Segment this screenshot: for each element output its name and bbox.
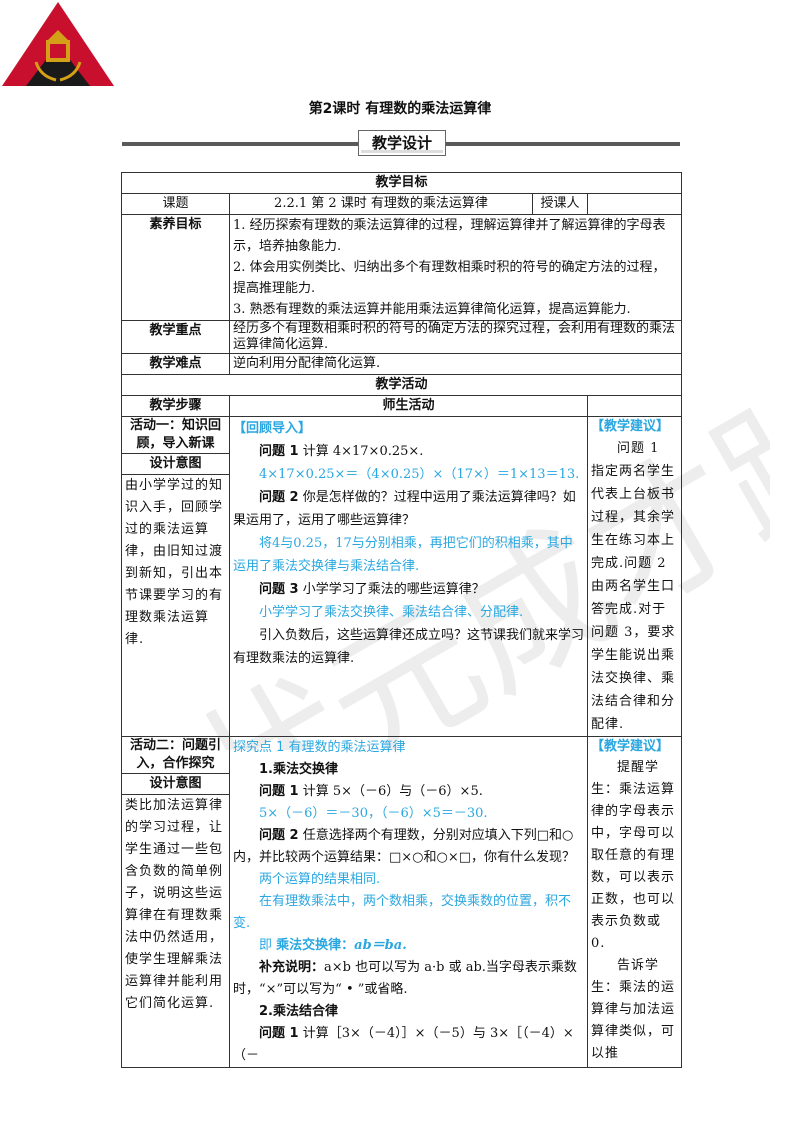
activity-1-content: 【回顾导入】 问题 1 计算 4×17×0.25×. 4×17×0.25×＝（4… — [229, 416, 588, 737]
literacy-goal-3: 3. 熟悉有理数的乘法运算并能用乘法运算律简化运算，提高运算能力. — [233, 302, 631, 317]
activity-2-content: 探究点 1 有理数的乘法运算律 1.乘法交换律 问题 1 计算 5×（－6）与（… — [229, 736, 588, 1068]
a2-q2-answer-2: 在有理数乘法中，两个数相乘，交换乘数的位置，积不变. — [233, 894, 572, 931]
teacher-value — [586, 193, 683, 215]
teacher-label: 授课人 — [532, 193, 588, 215]
law-prefix: 即 — [259, 938, 273, 953]
activity-1-suggestion: 【教学建议】 问题 1 指定两名学生代表上台板书过程，其余学生在练习本上完成.问… — [586, 416, 683, 737]
activity-2-name: 活动二：问题引入，合作探究 — [129, 738, 221, 771]
a2-q2-answer-1: 两个运算的结果相同. — [259, 872, 381, 887]
note-label: 补充说明： — [259, 960, 325, 975]
associative-heading: 2.乘法结合律 — [259, 1004, 338, 1019]
literacy-label: 素养目标 — [121, 214, 230, 321]
a2-q3-text: 计算［3×（－4）］×（－5）与 3×［（－4）×（－ — [233, 1026, 574, 1063]
a1-q2-text: 你是怎样做的？过程中运用了乘法运算律吗？如果运用了，运用了哪些运算律？ — [233, 490, 576, 528]
a1-q1-answer: 4×17×0.25×＝（4×0.25）×（17×）＝1×13＝13. — [259, 467, 580, 482]
banner-label: 教学设计 — [358, 130, 446, 156]
activities-header: 教学活动 — [120, 374, 683, 396]
a1-suggestion-text: 问题 1 指定两名学生代表上台板书过程，其余学生在练习本上完成.问题 2 由两名… — [591, 441, 676, 732]
activity-2-steps: 活动二：问题引入，合作探究 设计意图 类比加法运算律的学习过程，让学生通过一些包… — [121, 736, 230, 1068]
a2-q2-text: 任意选择两个有理数，分别对应填入下列□和○内，并比较两个运算结果：□×○和○×□… — [233, 828, 576, 865]
activity-1-steps: 活动一：知识回顾，导入新课 设计意图 由小学学过的知识入手，回顾学过的乘法运算律… — [121, 416, 230, 737]
a2-q1-text: 计算 5×（－6）与（－6）×5. — [302, 784, 483, 799]
literacy-goal-2: 2. 体会用实例类比、归纳出多个有理数相乘时积的符号的确定方法的过程，提高推理能… — [233, 260, 666, 296]
a1-q3-answer: 小学学习了乘法交换律、乘法结合律、分配律. — [259, 605, 524, 620]
review-intro-title: 【回顾导入】 — [233, 421, 312, 436]
logo — [2, 2, 114, 86]
activity-1-name: 活动一：知识回顾，导入新课 — [129, 418, 221, 451]
topic-label: 课题 — [121, 193, 230, 215]
a1-q1-label: 问题 1 — [259, 444, 299, 459]
activity-1-intent: 由小学学过的知识入手，回顾学过的乘法运算律，由旧知过渡到新知，引出本节课要学习的… — [125, 478, 224, 647]
section-banner: 教学设计 — [122, 130, 680, 156]
literacy-goals: 1. 经历探索有理数的乘法运算律的过程，理解运算律并了解运算律的字母表示，培养抽… — [228, 214, 683, 321]
note-text: a×b 也可以写为 a·b 或 ab.当字母表示乘数时，“×”可以写为“ • ”… — [233, 960, 577, 997]
activity-2-suggestion: 【教学建议】 提醒学生：乘法运算律的字母表示中，字母可以取任意的有理数，可以表示… — [586, 736, 683, 1068]
explore-point-title: 探究点 1 有理数的乘法运算律 — [233, 740, 406, 755]
key-point-value: 经历多个有理数相乘时积的符号的确定方法的探究过程，会利用有理数的乘法运算律简化运… — [228, 320, 683, 354]
a1-suggestion-title: 【教学建议】 — [591, 419, 670, 434]
commutative-law-name: 乘法交换律： — [276, 938, 355, 953]
a1-q3-text: 小学学习了乘法的哪些运算律？ — [302, 582, 485, 597]
activity-2-intent: 类比加法运算律的学习过程，让学生通过一些包含负数的简单例子，说明这些运算律在有理… — [125, 798, 224, 1011]
a1-q3-label: 问题 3 — [259, 582, 299, 597]
a2-suggestion-text: 提醒学生：乘法运算律的字母表示中，字母可以取任意的有理数，可以表示正数，也可以表… — [591, 760, 676, 951]
a2-q2-label: 问题 2 — [259, 828, 299, 843]
a1-q2-answer: 将4与0.25，17与分别相乘，再把它们的积相乘，其中运用了乘法交换律与乘法结合… — [233, 536, 573, 574]
activity-1-intent-label: 设计意图 — [122, 453, 229, 475]
lesson-table: 教学目标 课题 2.2.1 第 2 课时 有理数的乘法运算律 授课人 素养目标 … — [120, 172, 683, 1068]
topic-value: 2.2.1 第 2 课时 有理数的乘法运算律 — [229, 193, 533, 215]
document-title: 第2课时 有理数的乘法运算律 — [308, 101, 492, 117]
a2-q1-answer: 5×（－6）＝－30，（－6）×5＝－30. — [259, 806, 488, 821]
steps-label: 教学步骤 — [121, 395, 230, 417]
literacy-goal-1: 1. 经历探索有理数的乘法运算律的过程，理解运算律并了解运算律的字母表示，培养抽… — [233, 218, 666, 254]
a2-suggestion-title: 【教学建议】 — [591, 739, 670, 754]
a1-q1-text: 计算 4×17×0.25×. — [302, 444, 424, 459]
a2-q3-label: 问题 1 — [259, 1026, 299, 1041]
key-point-label: 教学重点 — [121, 320, 230, 354]
a2-suggestion-text-2: 告诉学生：乘法的运算律与加法运算律类似，可以推 — [591, 958, 676, 1061]
a2-q1-label: 问题 1 — [259, 784, 299, 799]
difficulty-label: 教学难点 — [121, 353, 230, 375]
objectives-header: 教学目标 — [120, 172, 683, 194]
a1-q2-label: 问题 2 — [259, 490, 299, 505]
commutative-law-formula: ab＝ba. — [354, 938, 407, 953]
teacher-student-label: 师生活动 — [229, 395, 588, 417]
difficulty-value: 逆向利用分配律简化运算. — [228, 353, 683, 375]
activity-2-intent-label: 设计意图 — [122, 773, 229, 795]
a1-lead-in: 引入负数后，这些运算律还成立吗？这节课我们就来学习有理数乘法的运算律. — [233, 628, 585, 666]
commutative-heading: 1.乘法交换律 — [259, 762, 338, 777]
